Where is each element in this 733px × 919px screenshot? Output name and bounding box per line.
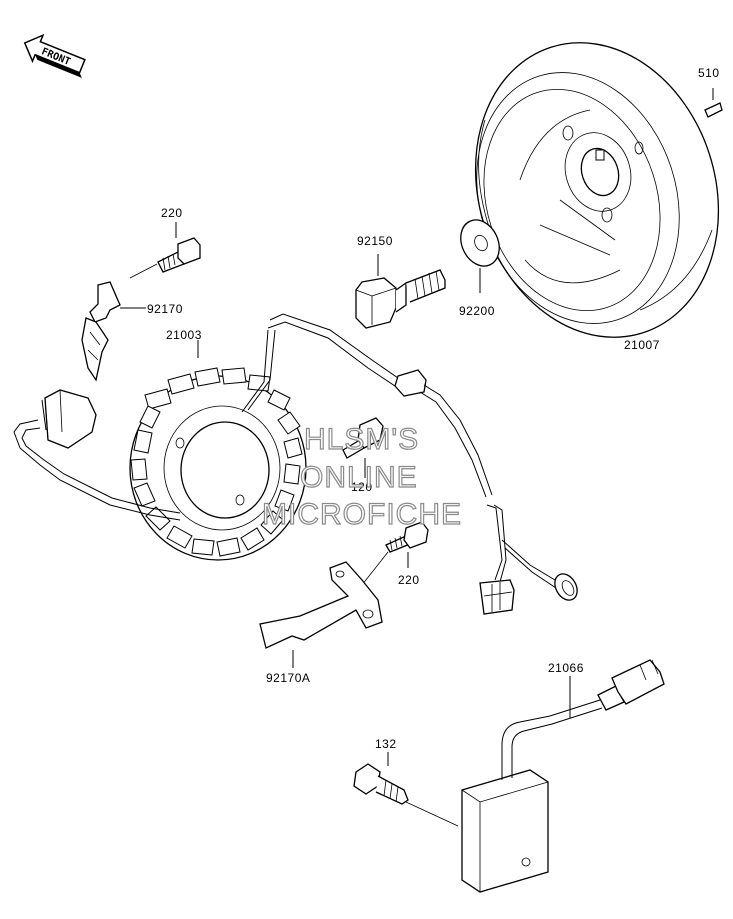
regulator-21066 (461, 659, 665, 893)
label-510: 510 (698, 66, 720, 80)
bolt-92150 (355, 254, 446, 329)
watermark-line-2: ONLINE (300, 461, 418, 494)
label-92150: 92150 (357, 234, 393, 248)
watermark: HLSM'S ONLINE MICROFICHE (261, 422, 462, 531)
stator-wire-left (13, 389, 181, 521)
label-21007: 21007 (624, 338, 660, 352)
stator-harness (267, 313, 578, 615)
screw-120 (342, 417, 384, 478)
rotor-21007 (474, 42, 720, 338)
label-92170A: 92170A (266, 671, 310, 685)
front-arrow-icon: FRONT (23, 33, 86, 78)
clamp-92170 (81, 263, 158, 382)
label-92200: 92200 (459, 304, 495, 318)
label-220-b: 220 (398, 573, 420, 587)
label-132: 132 (375, 737, 397, 751)
watermark-line-1: HLSM'S (304, 423, 419, 456)
label-120: 120 (351, 480, 373, 494)
watermark-line-3: MICROFICHE (262, 498, 462, 531)
label-21066: 21066 (548, 661, 584, 675)
stator-21003 (129, 329, 307, 561)
label-21003: 21003 (166, 328, 202, 342)
label-92170: 92170 (147, 302, 183, 316)
clamp-92170A (259, 561, 383, 668)
bolt-132 (353, 752, 459, 827)
washer-92200 (460, 219, 500, 293)
label-220-a: 220 (161, 206, 183, 220)
key-510 (704, 88, 723, 118)
bolt-220-upper (157, 222, 201, 273)
